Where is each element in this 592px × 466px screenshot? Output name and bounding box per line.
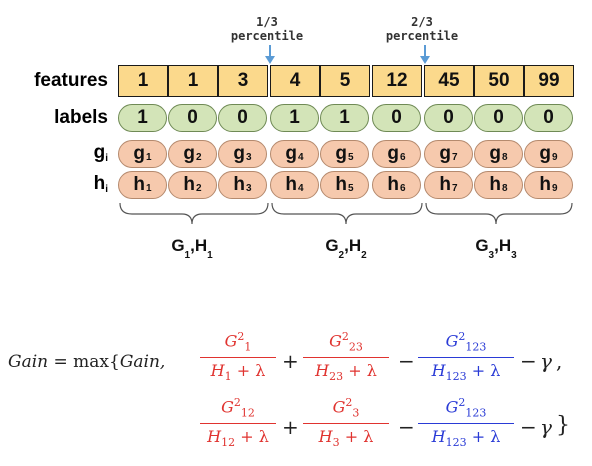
- row-label-g: gi: [93, 142, 108, 164]
- group-label-1: G1,H1: [171, 236, 213, 262]
- feature-cell: 4: [270, 65, 320, 97]
- label-cell: 1: [118, 104, 167, 132]
- feature-cell: 50: [474, 65, 524, 97]
- plus-op: +: [282, 349, 299, 373]
- feature-cell: 12: [372, 65, 422, 97]
- brace-group-2: [271, 202, 423, 225]
- fraction-total-row2: G2123 H123 + λ: [418, 396, 514, 449]
- feature-cell: 5: [320, 65, 370, 97]
- feature-cell: 1: [118, 65, 168, 97]
- group-label-3: G3,H3: [475, 236, 517, 262]
- percentile-word: percentile: [230, 29, 304, 43]
- label-cell: 0: [474, 104, 523, 132]
- feature-cell: 99: [524, 65, 574, 97]
- group-braces: [119, 202, 573, 225]
- brace-group-1: [119, 202, 269, 225]
- row-label-labels: labels: [54, 107, 108, 128]
- label-cell: 0: [372, 104, 421, 132]
- percentile-2-3-arrow: [424, 45, 426, 57]
- minus-op: −: [398, 349, 415, 373]
- feature-cell: 3: [218, 65, 268, 97]
- percentile-1-3-label: 1/3 percentile: [227, 15, 307, 43]
- group-label-2: G2,H2: [325, 236, 367, 262]
- row-label-features: features: [34, 70, 108, 91]
- fraction-left-row1: G21 H1 + λ: [200, 330, 276, 383]
- formula-lhs: Gain = max{Gain,: [8, 352, 166, 372]
- arrow-down-icon: [265, 56, 275, 64]
- label-cell: 0: [218, 104, 267, 132]
- fraction-total-row1: G2123 H123 + λ: [418, 330, 514, 383]
- feature-cell: 1: [168, 65, 218, 97]
- label-cell: 1: [270, 104, 319, 132]
- gamma-symbol: γ: [540, 349, 552, 373]
- feature-cell: 45: [424, 65, 474, 97]
- fraction-right-row1: G223 H23 + λ: [303, 330, 389, 383]
- arrow-down-icon: [420, 56, 430, 64]
- brace-group-3: [425, 202, 573, 225]
- label-cell: 0: [424, 104, 473, 132]
- minus-op: −: [520, 349, 537, 373]
- plus-op: +: [282, 415, 299, 439]
- fraction-left-row2: G212 H12 + λ: [200, 396, 276, 449]
- label-cell: 1: [320, 104, 369, 132]
- fraction-right-row2: G23 H3 + λ: [303, 396, 389, 449]
- percentile-fraction: 1/3: [256, 15, 278, 29]
- comma: ,: [556, 349, 563, 373]
- percentile-fraction: 2/3: [411, 15, 433, 29]
- label-cell: 0: [524, 104, 573, 132]
- gamma-symbol: γ: [540, 415, 552, 439]
- minus-op: −: [398, 415, 415, 439]
- row-label-h: hi: [93, 173, 108, 195]
- minus-op: −: [520, 415, 537, 439]
- percentile-1-3-arrow: [269, 45, 271, 57]
- closing-brace: }: [556, 413, 570, 438]
- percentile-word: percentile: [385, 29, 459, 43]
- label-cell: 0: [168, 104, 217, 132]
- percentile-2-3-label: 2/3 percentile: [382, 15, 462, 43]
